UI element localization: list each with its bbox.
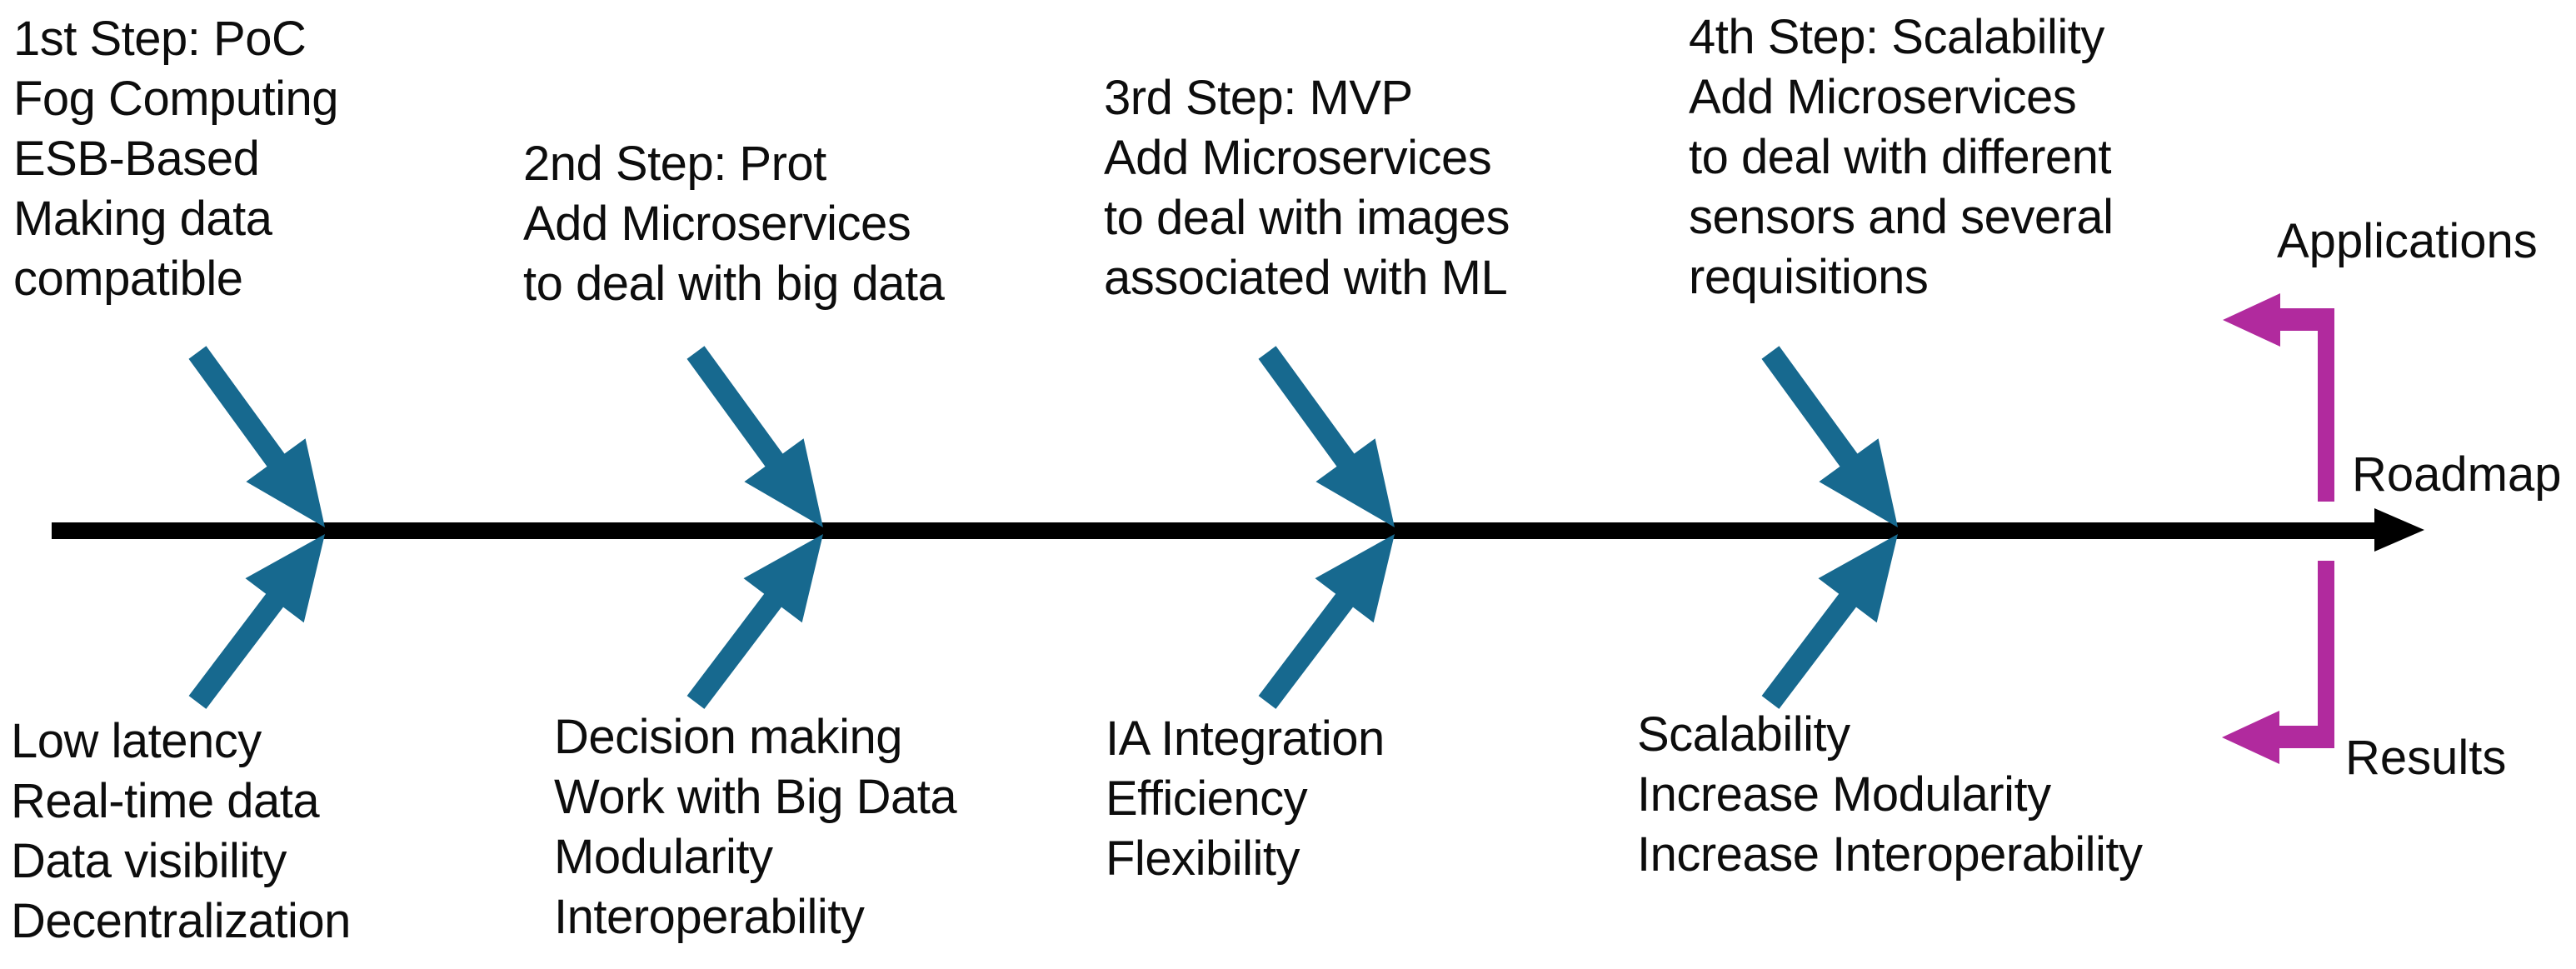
- roadmap-label: Roadmap: [2352, 447, 2562, 502]
- step-1-results: Low latency Real-time data Data visibili…: [11, 714, 351, 948]
- step-2-results: Decision making Work with Big Data Modul…: [554, 710, 957, 944]
- step-3-results: IA Integration Efficiency Flexibility: [1106, 712, 1385, 886]
- timeline-arrow: [52, 508, 2424, 552]
- results-bracket-arrow-icon: [2222, 561, 2334, 764]
- applications-label: Applications: [2277, 214, 2538, 268]
- step-1-title: 1st Step: PoC Fog Computing ESB-Based Ma…: [13, 12, 339, 306]
- step-2-title: 2nd Step: Prot Add Microservices to deal…: [523, 137, 945, 311]
- step-4-results: Scalability Increase Modularity Increase…: [1637, 707, 2143, 882]
- step-3-title: 3rd Step: MVP Add Microservices to deal …: [1104, 71, 1510, 305]
- results-label: Results: [2345, 731, 2507, 785]
- applications-bracket-arrow-icon: [2223, 293, 2334, 502]
- step-4-title: 4th Step: Scalability Add Microservices …: [1689, 10, 2114, 304]
